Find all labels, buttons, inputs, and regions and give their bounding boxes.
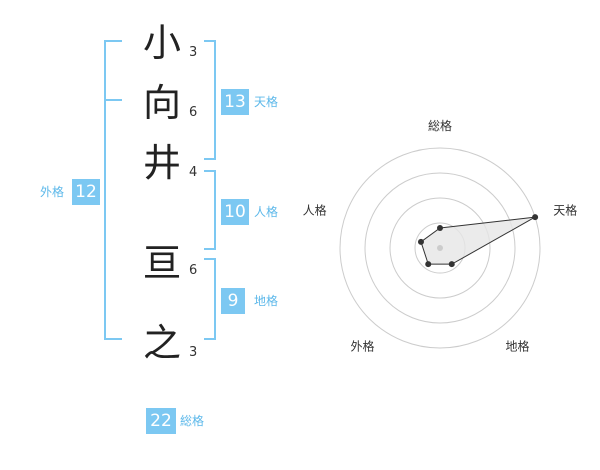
gaikaku-bracket-bottom — [104, 338, 122, 340]
soukaku-value: 22 — [146, 408, 176, 434]
name-char-1: 小 — [143, 21, 182, 65]
radar-point-5 — [417, 238, 424, 245]
name-char-3: 井 — [143, 141, 182, 185]
name-char-4: 亘 — [143, 241, 182, 285]
radar-ring-2 — [389, 197, 491, 299]
stroke-count-1: 3 — [189, 45, 198, 60]
chikaku-bracket-top — [204, 258, 216, 260]
radar-ring-4 — [339, 147, 541, 349]
radar-polygon — [420, 216, 536, 265]
radar-axis-label-2: 天格 — [553, 202, 577, 217]
chikaku-bracket-vertical — [214, 258, 216, 340]
gaikaku-bracket-mid — [104, 99, 122, 101]
radar-point-3 — [448, 261, 455, 268]
name-char-5: 之 — [143, 321, 182, 365]
tenkaku-value: 13 — [221, 89, 249, 115]
stroke-count-4: 6 — [189, 263, 198, 278]
radar-axis-label-5: 人格 — [303, 202, 327, 217]
gaikaku-bracket-vertical — [104, 40, 106, 340]
radar-axis-label-1: 総格 — [428, 118, 452, 133]
stroke-count-5: 3 — [189, 345, 198, 360]
radar-axis-label-3: 地格 — [505, 339, 529, 354]
gaikaku-value: 12 — [72, 179, 100, 205]
radar-point-2 — [532, 214, 539, 221]
chikaku-bracket-bottom — [204, 338, 216, 340]
radar-point-1 — [437, 225, 443, 231]
stroke-count-3: 4 — [189, 165, 198, 180]
tenkaku-bracket-vertical — [214, 40, 216, 160]
jinkaku-label: 人格 — [254, 205, 279, 219]
radar-center — [437, 245, 443, 251]
gaikaku-bracket-top — [104, 40, 122, 42]
radar-axis-label-4: 外格 — [351, 339, 375, 354]
chikaku-label: 地格 — [254, 294, 279, 308]
tenkaku-label: 天格 — [254, 95, 279, 109]
jinkaku-bracket-top — [204, 170, 216, 172]
radar-ring-3 — [364, 172, 516, 324]
name-char-2: 向 — [143, 81, 182, 125]
stroke-count-2: 6 — [189, 105, 198, 120]
soukaku-label: 総格 — [180, 414, 205, 428]
chikaku-value: 9 — [221, 288, 245, 314]
jinkaku-value: 10 — [221, 199, 249, 225]
jinkaku-bracket-bottom — [204, 248, 216, 250]
radar-point-4 — [425, 261, 432, 268]
jinkaku-bracket-vertical — [214, 170, 216, 250]
tenkaku-bracket-top — [204, 40, 216, 42]
tenkaku-bracket-bottom — [204, 158, 216, 160]
gaikaku-label: 外格 — [40, 185, 65, 199]
